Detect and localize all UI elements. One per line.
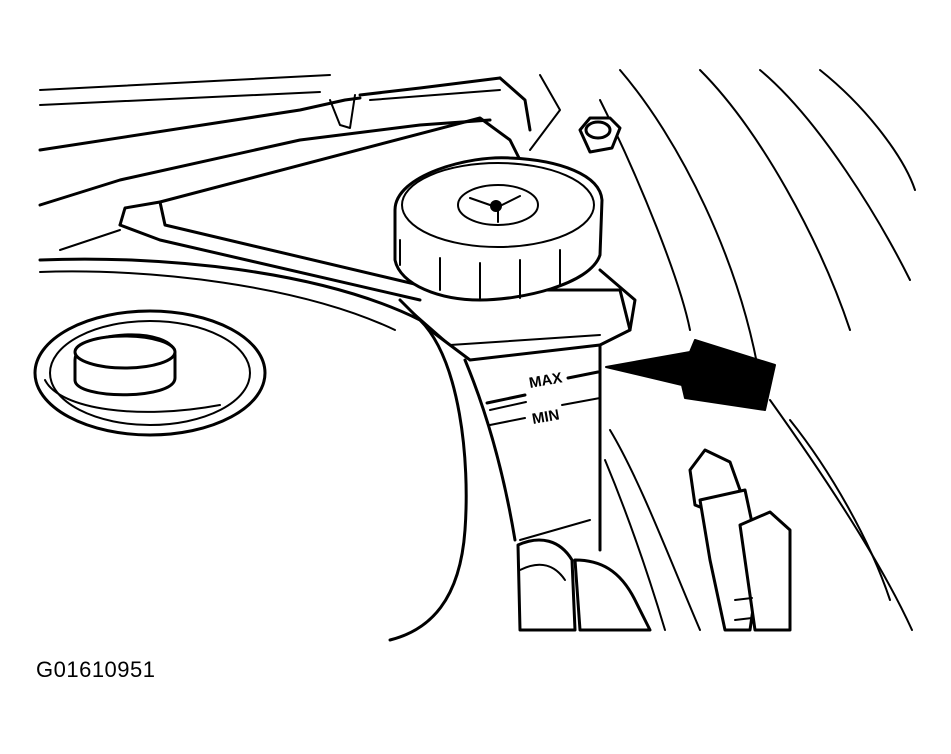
reservoir-filler-cap: [393, 156, 604, 302]
engine-bay-background-lines: [38, 74, 561, 251]
pointer-arrow: [605, 339, 776, 411]
strut-tower: [33, 257, 468, 642]
fender-panel-lines: [599, 69, 916, 631]
clip-fastener: [578, 116, 622, 154]
max-level-label: MAX: [528, 369, 564, 392]
electrical-connector: [688, 448, 792, 632]
min-level-label: MIN: [531, 406, 561, 428]
lower-hoses: [516, 538, 652, 632]
figure-id-label: G01610951: [36, 657, 156, 682]
